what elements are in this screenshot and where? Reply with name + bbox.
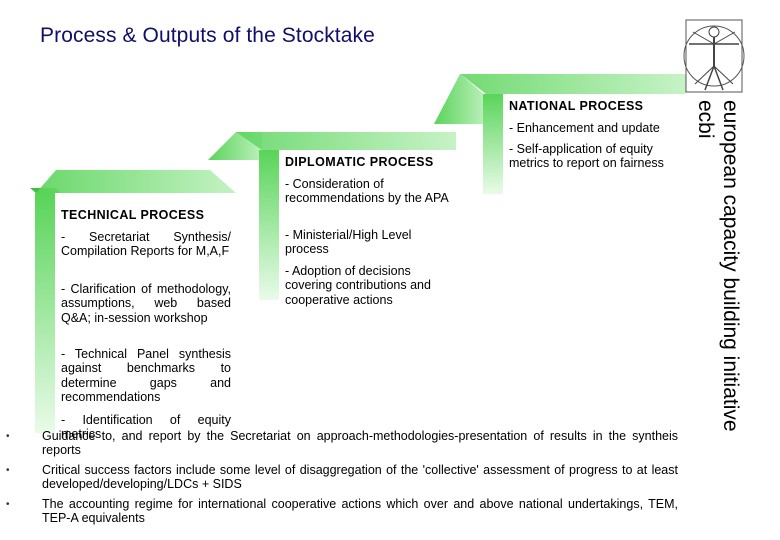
page-title: Process & Outputs of the Stocktake [40, 24, 375, 47]
technical-item: - Technical Panel synthesis against benc… [61, 347, 231, 405]
national-heading: NATIONAL PROCESS [509, 99, 644, 113]
national-item: - Self-application of equity metrics to … [509, 142, 664, 171]
diplomatic-heading: DIPLOMATIC PROCESS [285, 155, 434, 169]
technical-item: - Identification of equity metrics [61, 413, 231, 442]
bullet-glyph: • [6, 499, 10, 510]
vertical-branding: european capacity building initiative ec… [694, 100, 742, 432]
bullet-item: Critical success factors include some le… [42, 463, 678, 492]
vitruvian-man-icon [683, 19, 745, 93]
bullet-item: Guidance to, and report by the Secretari… [42, 429, 678, 458]
bullet-item: The accounting regime for international … [42, 497, 678, 526]
technical-item: - Clarification of methodology, assumpti… [61, 282, 231, 325]
diplomatic-item: - Ministerial/High Level process [285, 228, 412, 257]
national-step-shape [434, 74, 686, 194]
technical-step-shape [30, 170, 236, 433]
diplomatic-item: - Consideration of recommendations by th… [285, 177, 449, 206]
diplomatic-item: - Adoption of decisions covering contrib… [285, 264, 431, 307]
branding-line1: european capacity building initiative [719, 100, 742, 432]
diplomatic-step-shape [208, 132, 456, 300]
bullet-glyph: • [6, 465, 10, 476]
technical-heading: TECHNICAL PROCESS [61, 208, 205, 222]
bullet-glyph: • [6, 431, 10, 442]
national-item: - Enhancement and update [509, 121, 660, 135]
branding-line2: ecbi [694, 100, 717, 139]
technical-item: - Secretariat Synthesis/ Compilation Rep… [61, 230, 231, 259]
